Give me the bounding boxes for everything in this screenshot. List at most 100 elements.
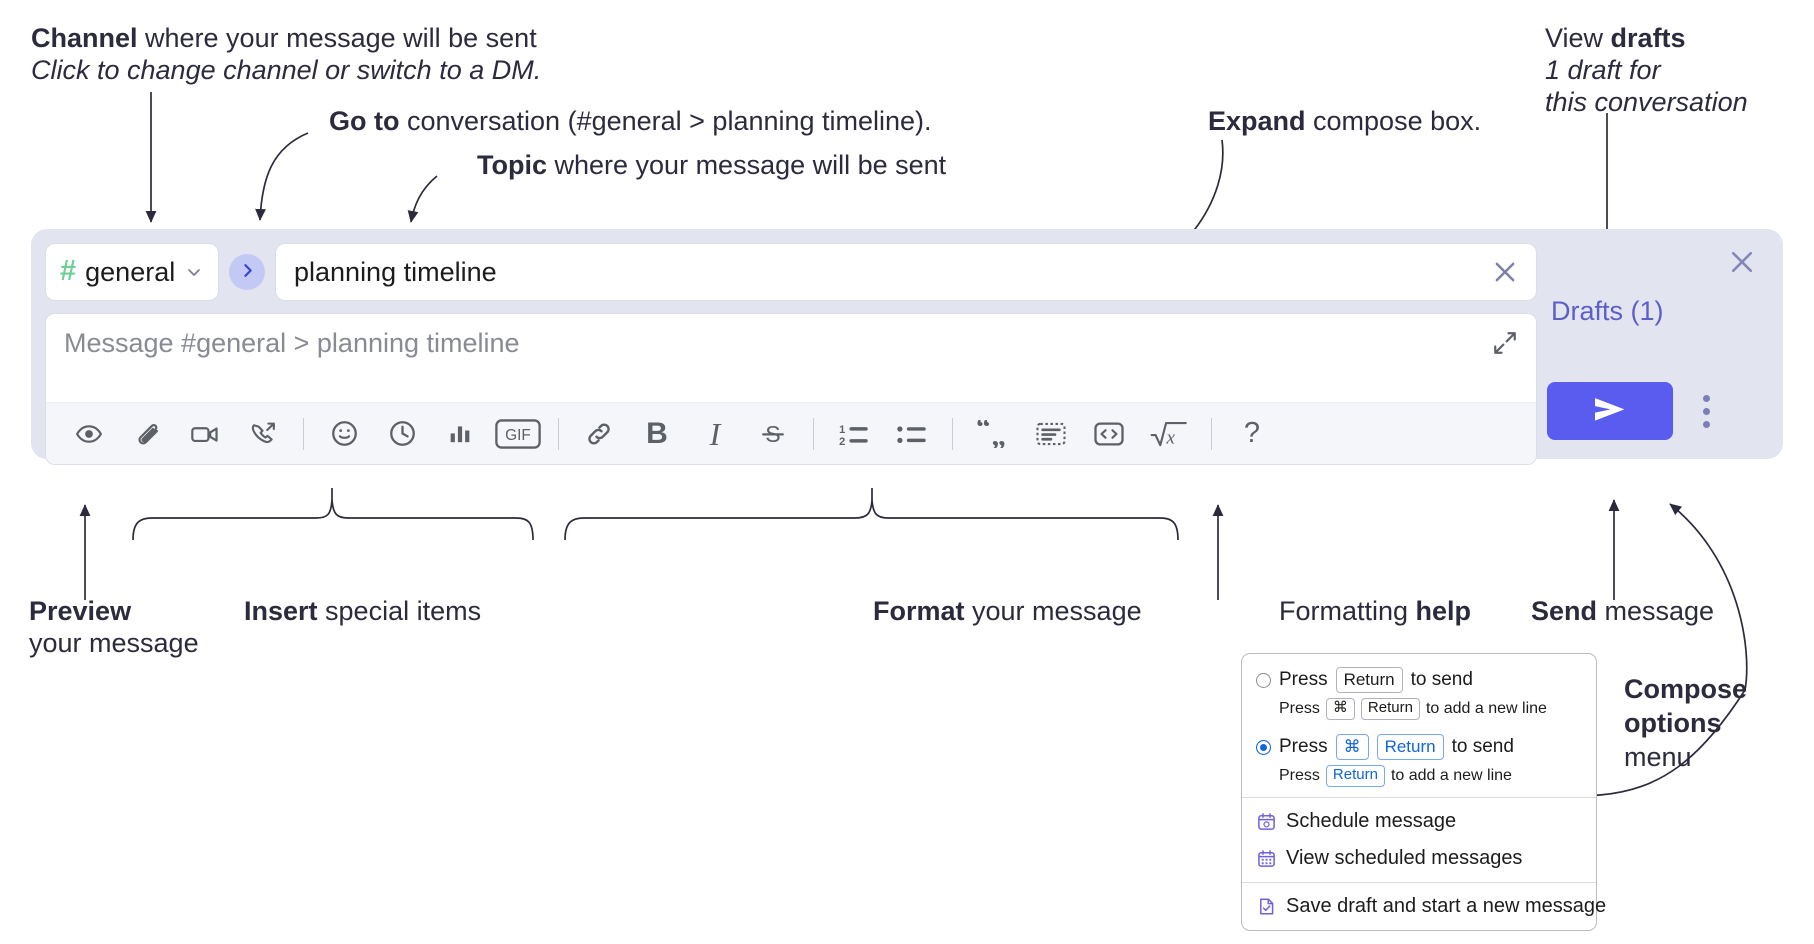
option2-sub-press: Press <box>1279 767 1320 785</box>
preview-button[interactable] <box>60 409 118 459</box>
channel-name: general <box>85 256 176 287</box>
option2-hint: Press Return to add a new line <box>1242 763 1596 789</box>
expand-compose-icon[interactable] <box>1488 326 1522 360</box>
menu-item-view-scheduled-messages[interactable]: View scheduled messages <box>1242 840 1596 877</box>
menu-item-label: Schedule message <box>1286 810 1457 832</box>
annotation-expand-rest: compose box. <box>1305 106 1482 136</box>
strikethrough-button[interactable]: S <box>744 409 802 459</box>
question-mark-icon: ? <box>1243 417 1261 449</box>
radio-unselected-icon[interactable] <box>1256 672 1271 688</box>
separator-1 <box>303 417 304 450</box>
bulleted-list-button[interactable] <box>883 409 941 459</box>
separator-2 <box>558 417 559 450</box>
annotation-preview-bold: Preview <box>29 596 132 626</box>
math-button[interactable]: x <box>1138 409 1200 459</box>
bold-button[interactable]: B <box>628 409 686 459</box>
annotation-drafts: View drafts 1 draft for this conversatio… <box>1545 23 1748 119</box>
annotation-compose-options-l3: menu <box>1624 742 1692 773</box>
message-box: Message #general > planning timeline <box>45 313 1537 465</box>
kbd-return: Return <box>1325 765 1385 787</box>
menu-item-schedule-message[interactable]: Schedule message <box>1242 803 1596 840</box>
kbd-return: Return <box>1376 734 1444 761</box>
svg-text:„: „ <box>991 420 1006 448</box>
svg-text:GIF: GIF <box>505 427 531 444</box>
compose-context-row: # general planning timeline <box>45 243 1537 301</box>
blockquote-button[interactable]: “ „ <box>964 409 1022 459</box>
video-clip-button[interactable] <box>176 409 234 459</box>
vertical-dots-icon <box>1702 407 1710 415</box>
option2-tail: to send <box>1451 736 1514 758</box>
compose-options-menu: Press Return to send Press ⌘ Return to a… <box>1241 653 1606 931</box>
gif-button[interactable]: GIF <box>489 409 547 459</box>
option-press-return-to-send[interactable]: Press Return to send <box>1242 664 1596 696</box>
annotation-insert: Insert special items <box>244 596 481 628</box>
annotation-drafts-pre: View <box>1545 23 1611 53</box>
annotation-compose-options-l2: options <box>1624 708 1722 739</box>
svg-text:2: 2 <box>839 435 845 447</box>
topic-input-wrapper[interactable]: planning timeline <box>275 243 1537 301</box>
compose-options-menu-button[interactable] <box>1689 387 1723 435</box>
ordered-list-button[interactable]: 1 2 <box>825 409 883 459</box>
compose-widget: # general planning timeline <box>31 229 1783 465</box>
send-shortcut-options: Press Return to send Press ⌘ Return to a… <box>1242 654 1596 797</box>
attach-button[interactable] <box>118 409 176 459</box>
annotation-compose-options-l1: Compose <box>1624 674 1748 704</box>
code-block-button[interactable] <box>1022 409 1080 459</box>
annotation-help-bold: help <box>1415 596 1472 626</box>
kbd-return: Return <box>1335 667 1403 694</box>
kbd-command: ⌘ <box>1335 734 1369 761</box>
channel-selector[interactable]: # general <box>45 243 219 301</box>
poll-button[interactable] <box>431 409 489 459</box>
menu-item-save-draft[interactable]: Save draft and start a new message <box>1242 888 1606 925</box>
italic-label: I <box>709 415 721 452</box>
svg-text:“: “ <box>976 420 991 444</box>
menu-item-label: View scheduled messages <box>1286 847 1523 869</box>
link-button[interactable] <box>570 409 628 459</box>
bold-label: B <box>646 416 668 450</box>
svg-text:x: x <box>1165 427 1175 448</box>
radio-selected-icon[interactable] <box>1256 739 1271 755</box>
menu-item-label: Save draft and start a new message <box>1286 895 1607 917</box>
reminder-button[interactable] <box>373 409 431 459</box>
annotation-format-rest: your message <box>964 596 1142 626</box>
formatting-help-button[interactable]: ? <box>1223 409 1281 459</box>
italic-button[interactable]: I <box>686 409 744 459</box>
vertical-dots-icon <box>1702 394 1710 402</box>
annotation-preview-sub: your message <box>29 627 199 658</box>
emoji-button[interactable] <box>315 409 373 459</box>
annotation-insert-bold: Insert <box>244 596 318 626</box>
annotation-format: Format your message <box>873 596 1142 628</box>
annotation-goto-bold: Go to <box>329 106 400 136</box>
drafts-link[interactable]: Drafts (1) <box>1551 296 1664 326</box>
annotation-goto-rest: conversation (#general > planning timeli… <box>399 106 932 136</box>
option-press-cmd-return-to-send[interactable]: Press ⌘ Return to send <box>1242 731 1596 763</box>
annotation-drafts-sub1: 1 draft for <box>1545 54 1661 85</box>
annotation-channel-bold: Channel <box>31 23 138 53</box>
draft-group: Save draft and start a new message <box>1242 883 1606 930</box>
formatting-toolbar: GIF B I <box>46 402 1536 464</box>
message-input-area[interactable]: Message #general > planning timeline <box>46 314 1536 402</box>
option1-tail: to send <box>1410 669 1473 691</box>
annotation-format-bold: Format <box>873 596 965 626</box>
separator-3 <box>813 417 814 450</box>
option1-sub-press: Press <box>1279 700 1320 718</box>
annotation-compose-options: Compose options menu <box>1624 672 1747 774</box>
go-to-conversation-button[interactable] <box>229 254 265 290</box>
message-placeholder: Message #general > planning timeline <box>64 328 520 358</box>
separator-4 <box>952 417 953 450</box>
option1-press: Press <box>1279 669 1328 691</box>
annotation-channel: Channel where your message will be sent … <box>31 23 541 87</box>
annotation-drafts-sub2: this conversation <box>1545 86 1748 117</box>
close-compose-icon[interactable] <box>1723 243 1761 281</box>
annotation-send-bold: Send <box>1531 596 1598 626</box>
send-button[interactable] <box>1547 382 1673 440</box>
compose-side-column: Drafts (1) <box>1537 229 1783 459</box>
annotation-expand-bold: Expand <box>1208 106 1306 136</box>
annotation-insert-rest: special items <box>317 596 482 626</box>
separator-5 <box>1211 417 1212 450</box>
audio-clip-button[interactable] <box>234 409 292 459</box>
topic-clear-icon[interactable] <box>1488 255 1522 289</box>
topic-input[interactable]: planning timeline <box>294 256 497 287</box>
angle-brackets-button[interactable] <box>1080 409 1138 459</box>
annotation-goto: Go to conversation (#general > planning … <box>329 106 932 138</box>
